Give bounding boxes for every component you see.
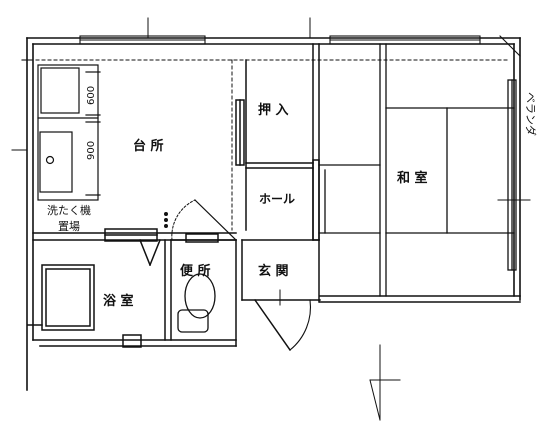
- dimension-lower: 900: [86, 141, 97, 160]
- room-label-washitsu: 和 室: [397, 170, 428, 186]
- washer-dots: [164, 212, 168, 228]
- hall-door-swing: [171, 199, 196, 241]
- entrance-walls: [241, 239, 321, 352]
- toilet-walls: [164, 233, 243, 347]
- room-label-kitchen: 台 所: [133, 138, 164, 154]
- washitsu-tatami: [318, 43, 517, 297]
- room-label-hall: ホール: [259, 192, 295, 206]
- room-label-bath: 浴 室: [103, 293, 134, 309]
- room-label-toilet: 便 所: [180, 263, 211, 279]
- toilet-tank: [177, 309, 209, 333]
- laundry-label-line1: 洗たく機: [47, 203, 91, 217]
- top-windows: [21, 35, 521, 61]
- outer-walls: [26, 37, 521, 391]
- dimension-upper: 600: [86, 86, 97, 105]
- room-label-entrance: 玄 関: [258, 263, 289, 279]
- kitchen-dashed: [35, 59, 509, 231]
- hall-door-arc: [194, 199, 237, 241]
- toilet-icon: [184, 273, 216, 319]
- laundry-label-line2: 置場: [58, 220, 80, 233]
- grid-marks: [11, 17, 401, 421]
- balcony-label: ベランダ: [524, 92, 538, 136]
- room-label-closet: 押 入: [258, 102, 289, 118]
- entrance-door-swing: [289, 299, 311, 351]
- kitchen-counter: [37, 64, 101, 201]
- sink-icon: [45, 155, 55, 165]
- closet-walls: [235, 43, 320, 241]
- bathroom: [27, 264, 142, 348]
